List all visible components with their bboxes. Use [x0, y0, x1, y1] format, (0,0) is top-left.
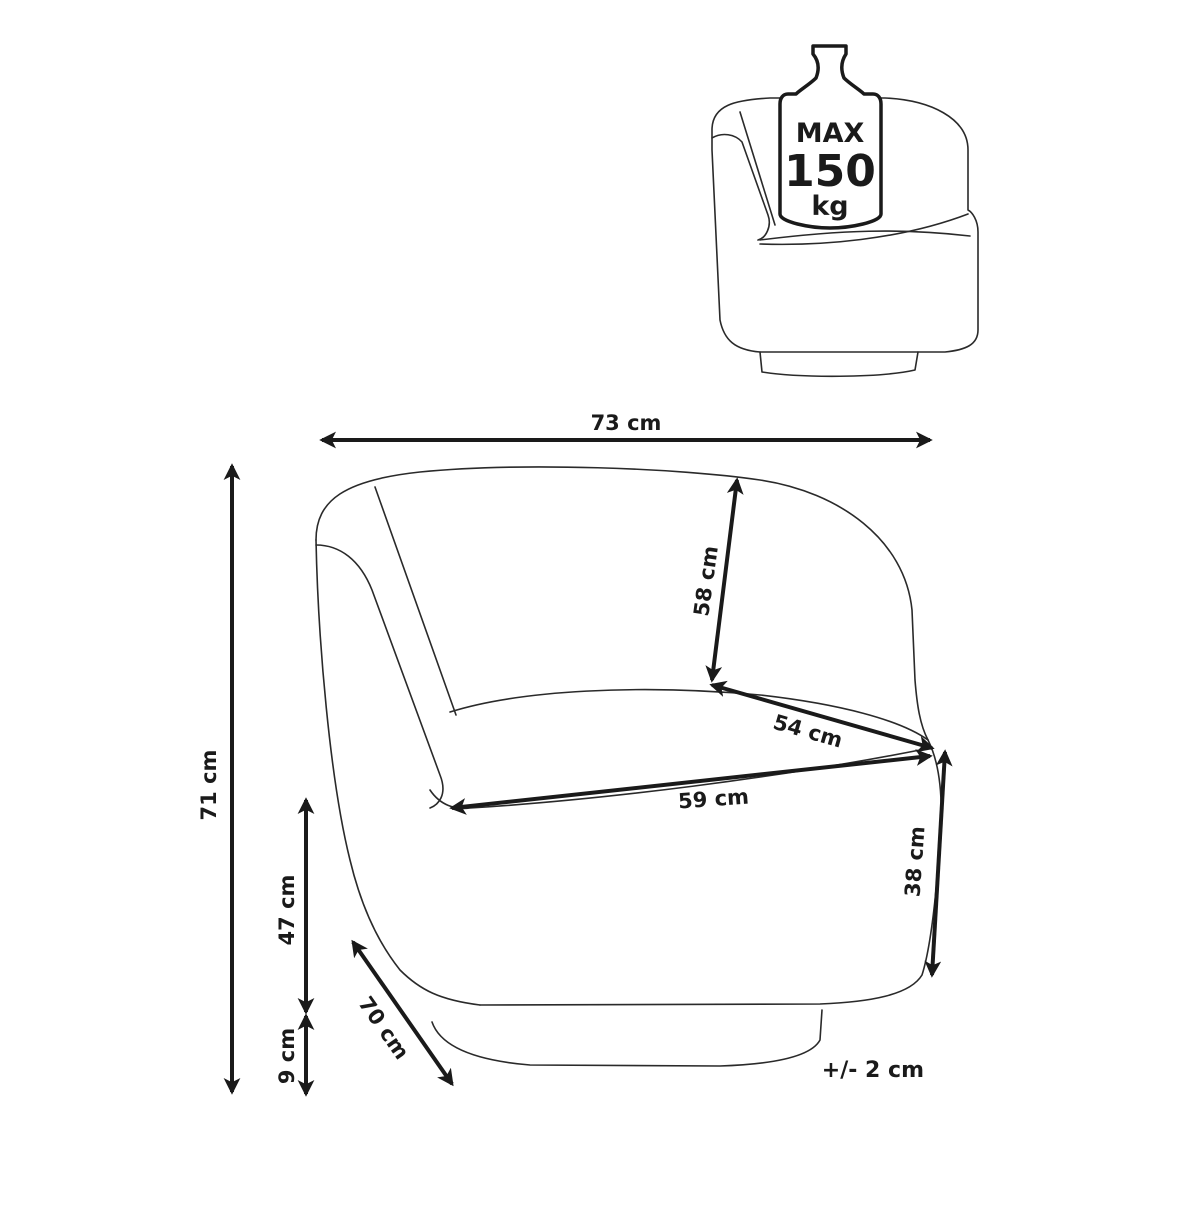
seat-width-label: 59 cm [677, 785, 749, 814]
dimension-seat-floor: 47 cm [275, 797, 315, 1015]
bottle-weight-icon [778, 44, 883, 230]
width-label: 73 cm [591, 411, 662, 435]
badge-weight-unit: kg [811, 191, 848, 222]
depth-arrow [351, 939, 454, 1087]
weight-capacity-illustration: MAX 150 kg [711, 44, 979, 378]
seat-depth-arrow [709, 680, 935, 753]
dimension-back-height: 58 cm [689, 477, 744, 683]
small-chair-outline [711, 97, 979, 378]
base-height-label: 9 cm [275, 1028, 299, 1084]
badge-max-label: MAX [796, 118, 865, 149]
dimension-seat-height: 38 cm [901, 749, 953, 978]
seat-floor-label: 47 cm [275, 875, 299, 946]
badge-weight-value: 150 [784, 146, 876, 197]
dimension-seat-depth: 54 cm [709, 680, 935, 753]
seat-height-arrow [924, 749, 953, 978]
weight-badge: MAX 150 kg [778, 44, 883, 230]
seat-height-label: 38 cm [901, 825, 930, 897]
depth-label: 70 cm [354, 992, 414, 1064]
dimension-width: 73 cm [319, 411, 933, 449]
seat-width-arrow [449, 749, 933, 815]
dimension-base-height: 9 cm [275, 1013, 315, 1097]
tolerance-note: +/- 2 cm [822, 1058, 924, 1083]
height-label: 71 cm [197, 750, 221, 821]
seat-depth-label: 54 cm [771, 710, 846, 753]
dimension-height: 71 cm [197, 463, 241, 1095]
back-height-label: 58 cm [689, 544, 723, 618]
dimension-depth: 70 cm [351, 939, 454, 1087]
back-height-arrow [705, 477, 744, 683]
dimension-seat-width: 59 cm [449, 749, 933, 815]
